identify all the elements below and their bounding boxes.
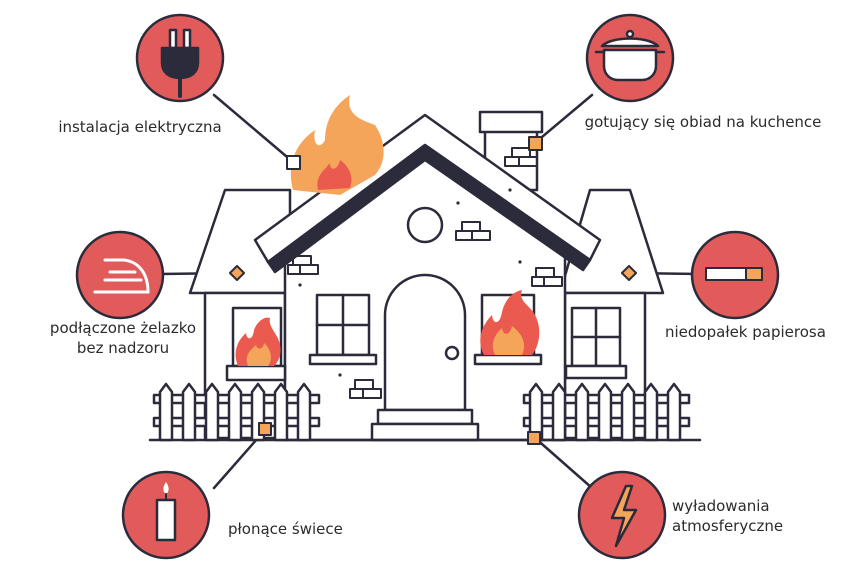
marker-electrical [286,155,301,170]
markers [228,136,638,445]
step-lower [370,422,480,442]
marker-candles [258,422,272,436]
label-lightning-line2: atmosferyczne [672,517,784,535]
fence-picket [296,382,312,442]
badge-candles [121,470,211,560]
connector-lightning [532,435,594,490]
bricks [287,147,563,399]
roof-stripe [266,143,592,274]
lightning-icon [610,484,638,548]
step-upper [376,408,474,426]
label-electrical: instalacja elektryczna [58,118,222,136]
marker-cigarette [620,264,638,282]
fence-picket [204,382,220,442]
fence-picket [643,382,659,442]
roof-flame [290,95,384,195]
door-knob [444,345,460,361]
iron-icon [93,258,150,294]
left-wing-flame [235,317,281,366]
badge-electrical [135,13,225,103]
fence-picket [597,382,613,442]
right-window-flame [480,290,540,355]
label-iron: podłączone żelazko bez nadzoru [28,318,218,358]
plug-icon [160,28,200,98]
fence-picket [574,382,590,442]
badge-cooking [585,13,675,103]
badge-cigarette [690,230,780,320]
connector-electrical [212,93,295,164]
pot-icon [594,29,666,82]
fence-picket [158,382,174,442]
front-door [383,273,467,412]
marker-iron [228,264,246,282]
chimney-cap [478,110,544,134]
label-iron-line2: bez nadzoru [76,339,170,357]
fence-picket [551,382,567,442]
fence-picket [666,382,682,442]
label-lightning: wyładowania atmosferyczne [672,496,842,536]
fence-picket [181,382,197,442]
flames [235,95,540,366]
fence-left [152,382,321,442]
fence-picket [620,382,636,442]
marker-cooking [528,136,543,151]
fence-picket [227,382,243,442]
fence-right [522,382,691,442]
label-cooking: gotujący się obiad na kuchence [584,113,822,131]
candle-icon [155,482,177,542]
attic-window [406,206,444,244]
badge-lightning [577,470,667,560]
fence-picket [273,382,289,442]
label-candles: płonące świece [228,520,343,538]
label-iron-line1: podłączone żelazko [49,319,197,337]
cigarette-icon [705,267,763,281]
label-lightning-line1: wyładowania [672,497,770,515]
connector-cooking [534,93,594,144]
badge-iron [75,230,165,320]
marker-lightning [527,431,541,445]
label-cigarette: niedopałek papierosa [665,323,826,341]
